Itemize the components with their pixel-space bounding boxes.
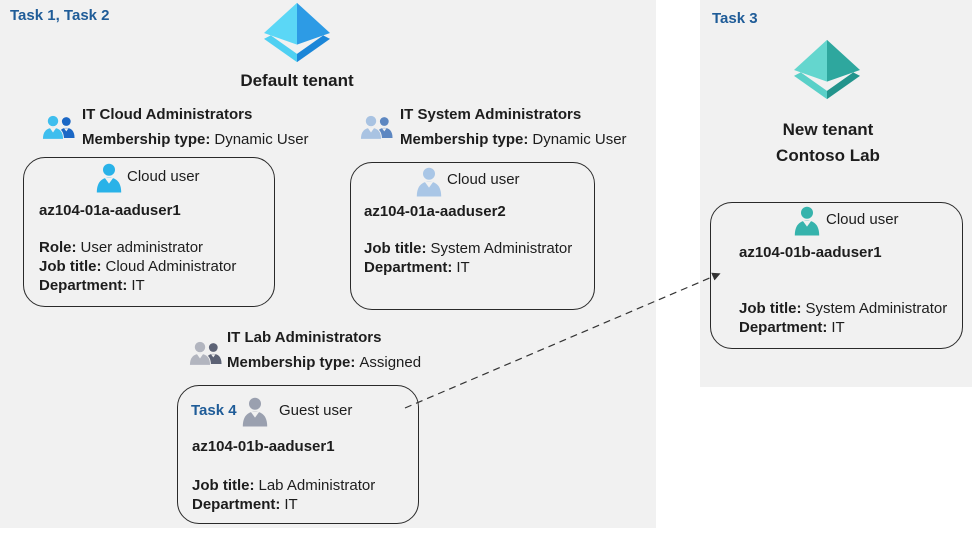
- field-value: System Administrator: [805, 300, 948, 317]
- field-row: Job title:System Administrator: [739, 299, 947, 318]
- user-type-label: Cloud user: [826, 211, 899, 228]
- user-fields: Role:User administrator Job title:Cloud …: [39, 238, 236, 295]
- group-name: IT System Administrators: [400, 106, 582, 123]
- field-label: Role:: [39, 239, 77, 256]
- field-label: Department:: [364, 259, 453, 276]
- task-1-2-label: Task 1, Task 2: [10, 7, 110, 24]
- group-name: IT Lab Administrators: [227, 329, 382, 346]
- group-membership: Membership type:Dynamic User: [400, 131, 627, 148]
- user-icon: [96, 163, 122, 193]
- field-label: Job title:: [364, 240, 427, 257]
- username: az104-01b-aaduser1: [739, 244, 882, 261]
- field-row: Department:IT: [739, 318, 947, 337]
- group-icon: [360, 114, 393, 140]
- membership-label: Membership type:: [227, 354, 356, 371]
- username: az104-01b-aaduser1: [192, 438, 335, 455]
- default-tenant-title: Default tenant: [240, 71, 354, 90]
- new-tenant-user-card: Cloud user az104-01b-aaduser1 Job title:…: [710, 202, 963, 349]
- field-label: Department:: [739, 319, 828, 336]
- field-value: Cloud Administrator: [105, 258, 237, 275]
- membership-value: Dynamic User: [214, 131, 309, 148]
- user-icon: [416, 167, 442, 197]
- field-row: Job title:Cloud Administrator: [39, 257, 236, 276]
- field-value: System Administrator: [430, 240, 573, 257]
- field-label: Job title:: [39, 258, 102, 275]
- field-value: IT: [831, 319, 845, 336]
- field-value: User administrator: [80, 239, 204, 256]
- user-type-label: Guest user: [279, 402, 353, 419]
- cloud-user-card-aaduser2: Cloud user az104-01a-aaduser2 Job title:…: [350, 162, 595, 310]
- task-3-label: Task 3: [712, 10, 758, 27]
- user-fields: Job title:System Administrator Departmen…: [739, 299, 947, 337]
- cloud-user-card-aaduser1: Cloud user az104-01a-aaduser1 Role:User …: [23, 157, 275, 307]
- user-type-label: Cloud user: [447, 171, 520, 188]
- user-fields: Job title:Lab Administrator Department:I…: [192, 476, 375, 514]
- azure-ad-tenant-icon: [264, 2, 330, 63]
- field-row: Role:User administrator: [39, 238, 236, 257]
- field-row: Department:IT: [192, 495, 375, 514]
- field-label: Department:: [192, 496, 281, 513]
- field-label: Department:: [39, 277, 128, 294]
- username: az104-01a-aaduser2: [364, 203, 506, 220]
- membership-value: Assigned: [359, 354, 422, 371]
- field-value: Lab Administrator: [258, 477, 376, 494]
- field-row: Department:IT: [364, 258, 572, 277]
- field-value: IT: [456, 259, 470, 276]
- user-type-label: Cloud user: [127, 168, 200, 185]
- field-label: Job title:: [192, 477, 255, 494]
- username: az104-01a-aaduser1: [39, 202, 181, 219]
- field-row: Job title:System Administrator: [364, 239, 572, 258]
- field-row: Department:IT: [39, 276, 236, 295]
- user-fields: Job title:System Administrator Departmen…: [364, 239, 572, 277]
- field-value: IT: [131, 277, 145, 294]
- membership-value: Dynamic User: [532, 131, 627, 148]
- task-4-label: Task 4: [191, 402, 237, 419]
- user-icon: [794, 206, 820, 236]
- field-row: Job title:Lab Administrator: [192, 476, 375, 495]
- guest-user-card: Task 4 Guest user az104-01b-aaduser1 Job…: [177, 385, 419, 524]
- azure-ad-tenant-icon: [794, 39, 860, 100]
- group-icon: [42, 114, 75, 140]
- group-membership: Membership type:Dynamic User: [82, 131, 309, 148]
- membership-label: Membership type:: [82, 131, 211, 148]
- field-value: IT: [284, 496, 298, 513]
- group-name: IT Cloud Administrators: [82, 106, 253, 123]
- field-label: Job title:: [739, 300, 802, 317]
- new-tenant-title-line1: New tenant: [782, 120, 874, 139]
- membership-label: Membership type:: [400, 131, 529, 148]
- user-icon: [242, 397, 268, 427]
- group-membership: Membership type:Assigned: [227, 354, 421, 371]
- new-tenant-title-line2: Contoso Lab: [776, 146, 880, 165]
- group-icon: [189, 340, 222, 366]
- default-tenant-region: [0, 0, 656, 528]
